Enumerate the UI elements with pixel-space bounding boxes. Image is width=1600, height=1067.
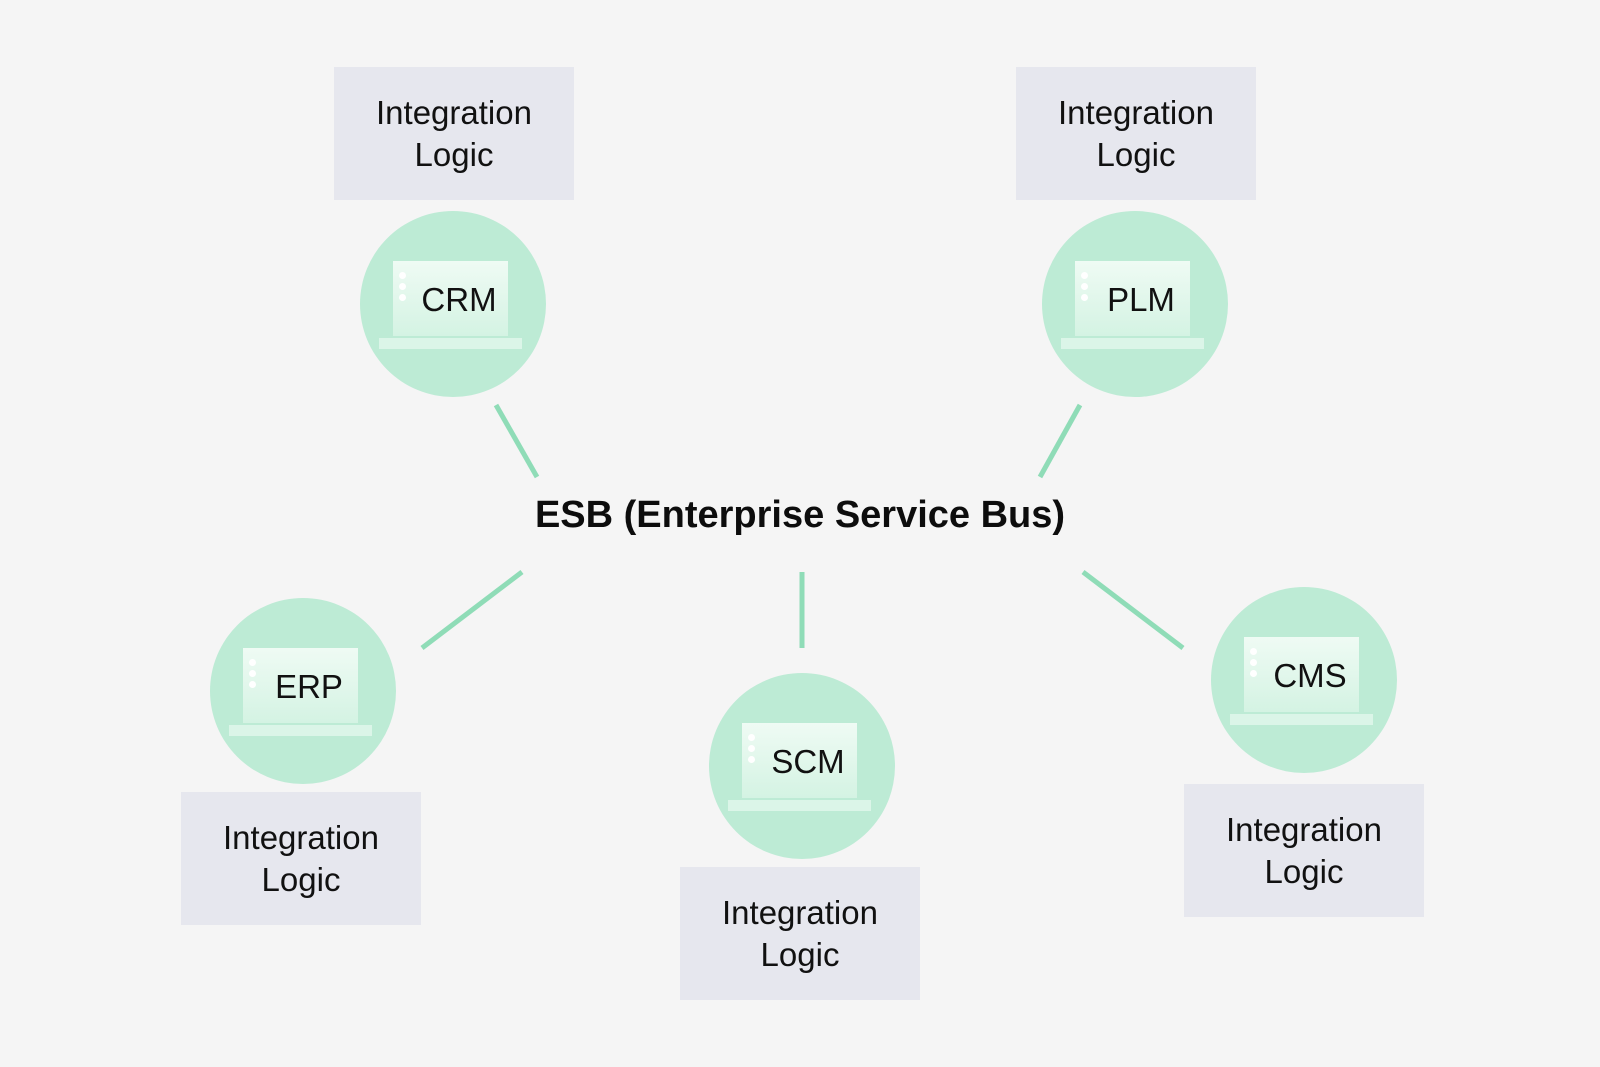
system-node-plm[interactable]: PLM (1042, 211, 1228, 397)
integration-logic-erp: Integration Logic (181, 792, 421, 925)
connector-erp (420, 570, 524, 650)
laptop-icon (1075, 261, 1190, 336)
laptop-icon (243, 648, 358, 723)
integration-logic-label: Integration Logic (1226, 810, 1382, 890)
integration-logic-label: Integration Logic (722, 893, 878, 973)
laptop-icon (742, 723, 857, 798)
integration-logic-label: Integration Logic (1058, 93, 1214, 173)
integration-logic-plm: Integration Logic (1016, 67, 1256, 200)
system-label: CMS (1273, 657, 1347, 694)
system-node-erp[interactable]: ERP (210, 598, 396, 784)
system-node-scm[interactable]: SCM (709, 673, 895, 859)
integration-logic-label: Integration Logic (376, 93, 532, 173)
laptop-icon (393, 261, 508, 336)
laptop-base (728, 800, 871, 811)
connector-plm (1037, 403, 1083, 479)
laptop-base (1230, 714, 1373, 725)
integration-logic-crm: Integration Logic (334, 67, 574, 200)
laptop-base (379, 338, 522, 349)
system-label: CRM (421, 281, 497, 318)
integration-logic-scm: Integration Logic (680, 867, 920, 1000)
laptop-base (229, 725, 372, 736)
system-label: PLM (1107, 281, 1175, 318)
esb-hub-label: ESB (Enterprise Service Bus) (534, 494, 1066, 536)
connector-cms (1081, 570, 1185, 650)
laptop-base (1061, 338, 1204, 349)
connector-crm (493, 403, 540, 479)
system-label: ERP (275, 668, 343, 705)
laptop-icon (1244, 637, 1359, 712)
integration-logic-label: Integration Logic (223, 818, 379, 898)
system-node-crm[interactable]: CRM (360, 211, 546, 397)
system-label: SCM (771, 743, 845, 780)
integration-logic-cms: Integration Logic (1184, 784, 1424, 917)
system-node-cms[interactable]: CMS (1211, 587, 1397, 773)
